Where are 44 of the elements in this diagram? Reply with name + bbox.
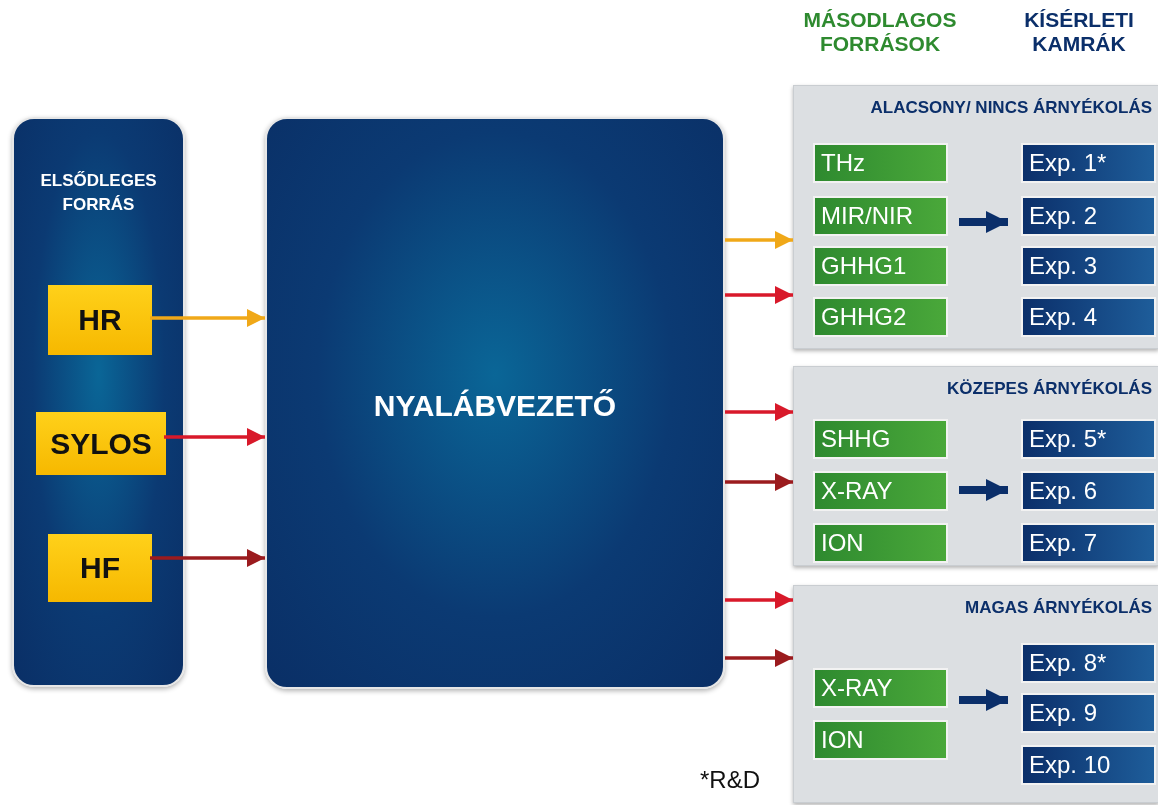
- shielding-panel: [793, 585, 1158, 803]
- footnote: *R&D: [700, 766, 760, 794]
- column-heading: KÍSÉRLETI KAMRÁK: [1023, 8, 1135, 57]
- column-heading: MÁSODLAGOS FORRÁSOK: [802, 8, 958, 57]
- beamline-box: [265, 117, 725, 689]
- secondary-source-box: SHHG: [813, 419, 948, 459]
- shielding-panel: [793, 366, 1158, 566]
- secondary-source-box: GHHG2: [813, 297, 948, 337]
- experiment-box: Exp. 9: [1021, 693, 1156, 733]
- panel-title: MAGAS ÁRNYÉKOLÁS: [965, 598, 1152, 618]
- experiment-box: Exp. 5*: [1021, 419, 1156, 459]
- source-box: SYLOS: [36, 412, 166, 475]
- arrow: [725, 591, 793, 609]
- panel-title: ELSŐDLEGES FORRÁS: [39, 170, 158, 216]
- experiment-box: Exp. 7: [1021, 523, 1156, 563]
- secondary-source-box: X-RAY: [813, 471, 948, 511]
- secondary-source-box: ION: [813, 720, 948, 760]
- experiment-box: Exp. 2: [1021, 196, 1156, 236]
- secondary-source-box: GHHG1: [813, 246, 948, 286]
- source-box: HR: [48, 285, 152, 355]
- arrow: [725, 286, 793, 304]
- arrow: [725, 649, 793, 667]
- source-box: HF: [48, 534, 152, 602]
- arrow: [725, 403, 793, 421]
- experiment-box: Exp. 10: [1021, 745, 1156, 785]
- panel-title: ALACSONY/ NINCS ÁRNYÉKOLÁS: [870, 98, 1152, 118]
- secondary-source-box: THz: [813, 143, 948, 183]
- experiment-box: Exp. 1*: [1021, 143, 1156, 183]
- shielding-panel: [793, 85, 1158, 349]
- arrow: [164, 428, 265, 446]
- experiment-box: Exp. 4: [1021, 297, 1156, 337]
- source-panel: [12, 117, 185, 687]
- arrow: [150, 549, 265, 567]
- secondary-source-box: MIR/NIR: [813, 196, 948, 236]
- experiment-box: Exp. 8*: [1021, 643, 1156, 683]
- box-title: NYALÁBVEZETŐ: [372, 389, 618, 423]
- secondary-source-box: X-RAY: [813, 668, 948, 708]
- panel-title: KÖZEPES ÁRNYÉKOLÁS: [947, 379, 1152, 399]
- secondary-source-box: ION: [813, 523, 948, 563]
- arrow: [725, 231, 793, 249]
- arrow: [150, 309, 265, 327]
- arrow: [725, 473, 793, 491]
- experiment-box: Exp. 6: [1021, 471, 1156, 511]
- experiment-box: Exp. 3: [1021, 246, 1156, 286]
